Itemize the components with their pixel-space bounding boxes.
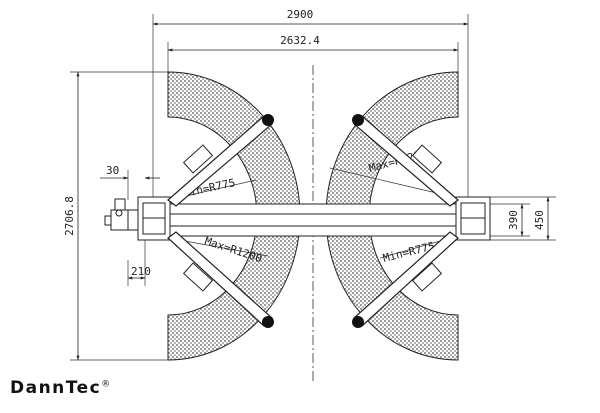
registered-mark: ® <box>101 379 112 390</box>
base-beam <box>167 203 459 237</box>
left-arm-swing-area <box>167 71 301 361</box>
dim-overall-width: 2900 <box>287 8 314 21</box>
brand-name: DannTec <box>10 378 102 398</box>
brand-logo: DannTec® <box>10 378 112 398</box>
dim-column-span: 2632.4 <box>280 34 320 47</box>
power-unit <box>104 198 129 231</box>
dimension-lines <box>76 22 550 361</box>
arm-extensions <box>182 144 443 292</box>
dim-post-depth-outer: 450 <box>533 210 546 230</box>
lift-arms <box>167 115 459 327</box>
left-column-post <box>127 196 171 241</box>
right-column-post <box>455 196 491 241</box>
dim-base-offset: 210 <box>131 265 151 278</box>
dim-post-offset: 30 <box>106 164 119 177</box>
dim-overall-depth: 2706.8 <box>63 196 76 236</box>
right-arm-swing-area <box>325 71 459 361</box>
lift-pads <box>262 114 364 328</box>
dim-post-depth-inner: 390 <box>507 210 520 230</box>
